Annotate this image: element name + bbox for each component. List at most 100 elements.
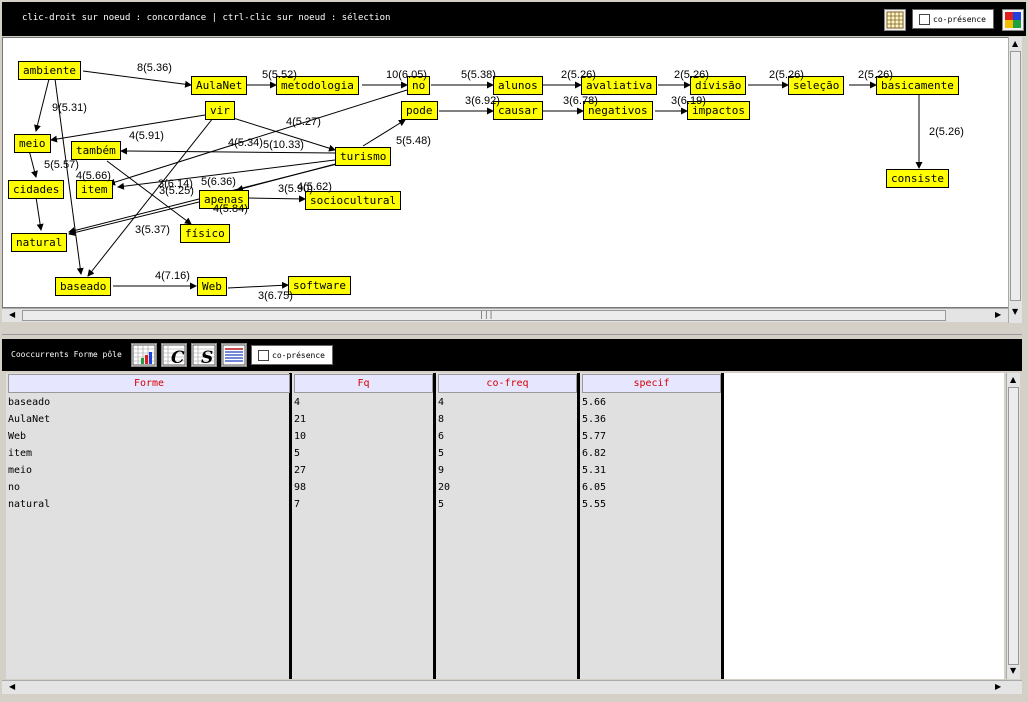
node-alunos[interactable]: alunos	[493, 76, 543, 95]
splitter[interactable]	[2, 326, 1022, 335]
cooccurrents-title: Cooccurrents Forme pôle	[11, 350, 122, 359]
node-avaliativa[interactable]: avaliativa	[581, 76, 658, 95]
cell-cofreq[interactable]: 5	[438, 448, 445, 459]
node-baseado[interactable]: baseado	[55, 277, 112, 296]
cell-forme[interactable]: natural	[8, 499, 51, 510]
graph-vscroll-thumb[interactable]	[1010, 51, 1021, 301]
node-web[interactable]: Web	[197, 277, 227, 296]
node-metodologia[interactable]: metodologia	[276, 76, 359, 95]
copresence-checkbox-bottom[interactable]: co-présence	[251, 345, 333, 365]
node-sociocultural[interactable]: sociocultural	[305, 191, 402, 210]
node-apenas[interactable]: apenas	[199, 190, 249, 209]
node-causar[interactable]: causar	[493, 101, 543, 120]
cell-forme[interactable]: Web	[8, 431, 27, 442]
copresence-checkbox-box[interactable]	[919, 14, 930, 25]
node-aulanet[interactable]: AulaNet	[191, 76, 248, 95]
cooccurrence-c-button[interactable]: C	[161, 343, 187, 368]
cell-specif[interactable]: 6.82	[582, 448, 607, 459]
cell-fq[interactable]: 4	[294, 397, 301, 408]
scroll-down-icon[interactable]: ▼	[1012, 307, 1019, 316]
scroll-up-icon[interactable]: ▲	[1012, 39, 1019, 48]
scroll-right-icon[interactable]: ▶	[995, 682, 1002, 691]
node-software[interactable]: software	[288, 276, 351, 295]
copresence-label: co-présence	[933, 15, 986, 24]
cell-specif[interactable]: 6.05	[582, 482, 607, 493]
table-vertical-scrollbar[interactable]: ▲ ▼	[1006, 373, 1020, 679]
node-ambiente[interactable]: ambiente	[18, 61, 81, 80]
edge-label: 3(6.92)	[465, 95, 500, 107]
cell-specif[interactable]: 5.31	[582, 465, 607, 476]
node-basicamente[interactable]: basicamente	[876, 76, 959, 95]
node-natural[interactable]: natural	[11, 233, 68, 252]
cell-forme[interactable]: meio	[8, 465, 33, 476]
graph-hscroll-bottom[interactable]: ◀ ||| ▶	[2, 308, 1008, 322]
copresence-checkbox-box[interactable]	[258, 350, 269, 361]
edge-label: 4(5.91)	[129, 130, 164, 142]
cell-forme[interactable]: AulaNet	[8, 414, 51, 425]
node-turismo[interactable]: turismo	[335, 147, 392, 166]
edge-label: 4(5.66)	[76, 170, 111, 182]
scroll-left-icon[interactable]: ◀	[9, 310, 16, 319]
cooccurrence-graph[interactable]: ambiente AulaNet metodologia no alunos a…	[2, 37, 1022, 308]
cell-specif[interactable]: 5.55	[582, 499, 607, 510]
cell-forme[interactable]: no	[8, 482, 21, 493]
node-consiste[interactable]: consiste	[886, 169, 949, 188]
node-fisico[interactable]: físico	[180, 224, 230, 243]
node-tambem[interactable]: também	[71, 141, 121, 160]
header-specif[interactable]: specif	[582, 374, 721, 393]
cell-cofreq[interactable]: 5	[438, 499, 445, 510]
node-negativos[interactable]: negativos	[583, 101, 653, 120]
header-cofreq[interactable]: co-freq	[438, 374, 577, 393]
edge-label: 4(5.27)	[286, 116, 321, 128]
header-forme[interactable]: Forme	[8, 374, 290, 393]
node-item[interactable]: item	[76, 180, 113, 199]
cell-cofreq[interactable]: 20	[438, 482, 451, 493]
copresence-checkbox-top[interactable]: co-présence	[912, 9, 994, 29]
table-horizontal-scrollbar[interactable]: ◀ ▶	[2, 680, 1022, 694]
list-icon	[222, 344, 246, 366]
cell-fq[interactable]: 7	[294, 499, 301, 510]
cell-forme[interactable]: baseado	[8, 397, 51, 408]
cell-cofreq[interactable]: 9	[438, 465, 445, 476]
node-selecao[interactable]: seleção	[788, 76, 845, 95]
scroll-up-icon[interactable]: ▲	[1010, 375, 1017, 384]
graph-vertical-scrollbar[interactable]: ▲ ▼	[1008, 37, 1022, 323]
table-vscroll-thumb[interactable]	[1008, 387, 1019, 665]
cell-cofreq[interactable]: 6	[438, 431, 445, 442]
cell-specif[interactable]: 5.66	[582, 397, 607, 408]
node-no[interactable]: no	[407, 76, 431, 95]
node-vir[interactable]: vir	[205, 101, 235, 120]
cell-fq[interactable]: 5	[294, 448, 301, 459]
edge-label: 5(5.52)	[262, 69, 297, 81]
node-pode[interactable]: pode	[401, 101, 438, 120]
column-forme	[6, 373, 292, 679]
cell-cofreq[interactable]: 8	[438, 414, 445, 425]
chart-button[interactable]	[131, 343, 157, 367]
cell-specif[interactable]: 5.77	[582, 431, 607, 442]
cell-cofreq[interactable]: 4	[438, 397, 445, 408]
cell-fq[interactable]: 27	[294, 465, 307, 476]
node-cidades[interactable]: cidades	[8, 180, 65, 199]
edge-label: 10(6.05)	[386, 69, 427, 81]
scroll-left-icon[interactable]: ◀	[9, 682, 16, 691]
svg-text:S: S	[201, 348, 213, 366]
grid-button[interactable]	[884, 9, 906, 31]
scroll-right-icon[interactable]: ▶	[995, 310, 1002, 319]
edge-label: 2(5.26)	[858, 69, 893, 81]
specificity-s-button[interactable]: S	[191, 343, 217, 368]
scroll-down-icon[interactable]: ▼	[1010, 666, 1017, 675]
graph-toolbar: clic-droit sur noeud : concordance | ctr…	[2, 2, 1026, 36]
cell-fq[interactable]: 10	[294, 431, 307, 442]
palette-button[interactable]	[1002, 9, 1024, 31]
header-fq[interactable]: Fq	[294, 374, 433, 393]
cell-specif[interactable]: 5.36	[582, 414, 607, 425]
node-meio[interactable]: meio	[14, 134, 51, 153]
node-divisao[interactable]: divisão	[690, 76, 747, 95]
list-button[interactable]	[221, 343, 247, 367]
column-cofreq	[436, 373, 580, 679]
graph-hscroll-thumb[interactable]: |||	[22, 310, 946, 321]
node-impactos[interactable]: impactos	[687, 101, 750, 120]
cell-fq[interactable]: 98	[294, 482, 307, 493]
cell-fq[interactable]: 21	[294, 414, 307, 425]
cell-forme[interactable]: item	[8, 448, 33, 459]
